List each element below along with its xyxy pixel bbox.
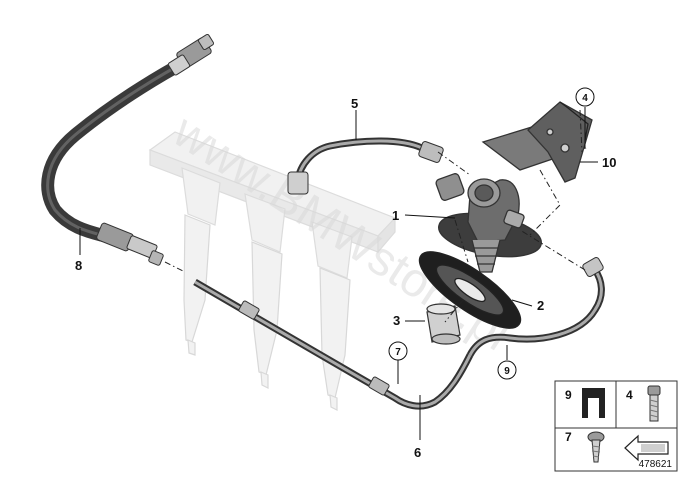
note-arrow-icon [624,434,669,462]
callout-5: 5 [351,96,358,111]
legend-box: 9 4 7 478621 [554,380,678,472]
part-5-fuel-line [287,137,444,195]
part-3-tappet [426,303,461,345]
callout-7-circled: 7 [388,341,408,361]
grommet-icon [582,388,605,418]
legend-number-9: 9 [565,388,572,402]
svg-text:9: 9 [504,366,510,377]
callout-6: 6 [414,445,421,460]
callout-2: 2 [537,298,544,313]
part-1-high-pressure-pump [435,173,542,273]
fuel-rail-ghost [148,131,397,279]
callout-3: 3 [393,313,400,328]
diagram-id: 478621 [639,459,673,470]
callout-1: 1 [392,208,399,223]
callout-8: 8 [75,258,82,273]
bolt-icon [647,385,661,422]
leader-lines [79,107,598,440]
assembly-lines [164,109,586,323]
part-10-bracket [481,101,593,183]
legend-number-7: 7 [565,430,572,444]
part-8-fuel-hose [41,33,215,266]
legend-number-4: 4 [626,388,633,402]
callout-10: 10 [602,155,616,170]
part-9-fuel-line [466,257,605,357]
part-2-gasket [418,251,522,329]
part-6-fuel-line [193,278,474,410]
callout-9-circled: 9 [497,360,517,380]
clip-screw-icon [587,431,605,463]
svg-text:7: 7 [395,347,401,358]
callout-4-circled: 4 [575,87,595,107]
svg-text:4: 4 [582,93,588,104]
